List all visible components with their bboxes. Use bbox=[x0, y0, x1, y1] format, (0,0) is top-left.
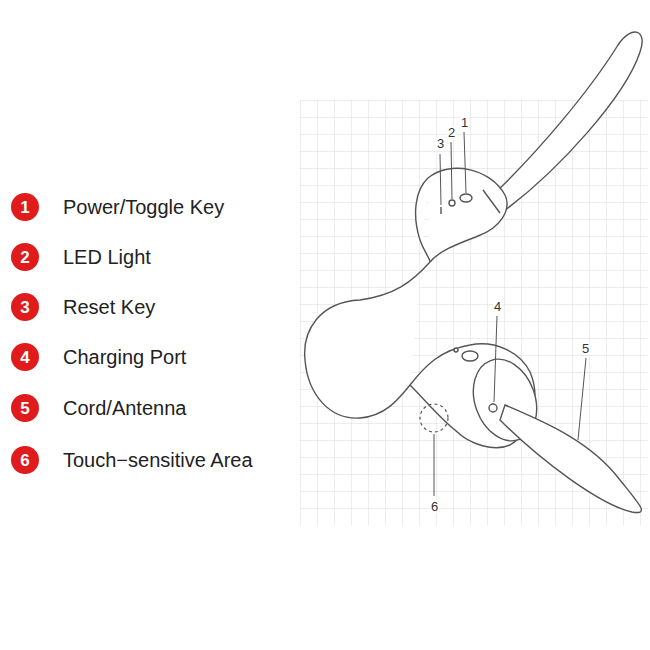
callout-number: 2 bbox=[447, 126, 456, 139]
part-name: Reset Key bbox=[63, 296, 155, 318]
number-badge: 5 bbox=[11, 394, 39, 422]
led-light bbox=[449, 200, 455, 206]
leader-line bbox=[434, 434, 435, 496]
part-name: Power/Toggle Key bbox=[63, 196, 224, 218]
number-badge: 6 bbox=[11, 446, 39, 474]
grid-ground bbox=[300, 100, 648, 525]
part-name: Charging Port bbox=[63, 346, 186, 368]
leader-line bbox=[494, 316, 497, 402]
callout-number: 6 bbox=[430, 500, 439, 513]
upper-seam bbox=[483, 190, 500, 213]
number-badge: 2 bbox=[11, 243, 39, 271]
power-key bbox=[460, 194, 472, 202]
leader-line bbox=[440, 154, 441, 205]
number-badge: 1 bbox=[11, 193, 39, 221]
badge-number: 5 bbox=[20, 400, 29, 417]
callout-number: 4 bbox=[493, 300, 502, 313]
badge-number: 3 bbox=[20, 299, 29, 316]
callout-number: 5 bbox=[581, 342, 590, 355]
badge-number: 6 bbox=[20, 452, 29, 469]
leader-line bbox=[464, 132, 466, 193]
part-name: Touch−sensitive Area bbox=[63, 449, 253, 471]
charging-port bbox=[489, 404, 497, 412]
number-badge: 3 bbox=[11, 293, 39, 321]
part-name: LED Light bbox=[63, 246, 151, 268]
callout-number: 1 bbox=[460, 116, 469, 129]
device-outline bbox=[305, 32, 642, 513]
callout-number: 3 bbox=[436, 137, 445, 150]
lower-led bbox=[454, 348, 458, 352]
upper-ear bbox=[492, 32, 642, 214]
badge-number: 1 bbox=[20, 199, 29, 216]
badge-number: 2 bbox=[20, 249, 29, 266]
leader-line bbox=[451, 142, 452, 199]
number-badge: 4 bbox=[11, 343, 39, 371]
reset-key bbox=[440, 207, 441, 214]
cord-antenna bbox=[500, 405, 641, 513]
part-name: Cord/Antenna bbox=[63, 397, 186, 419]
badge-number: 4 bbox=[20, 349, 29, 366]
touch-area bbox=[420, 404, 448, 432]
leader-line bbox=[578, 358, 586, 440]
lower-button bbox=[462, 351, 478, 361]
